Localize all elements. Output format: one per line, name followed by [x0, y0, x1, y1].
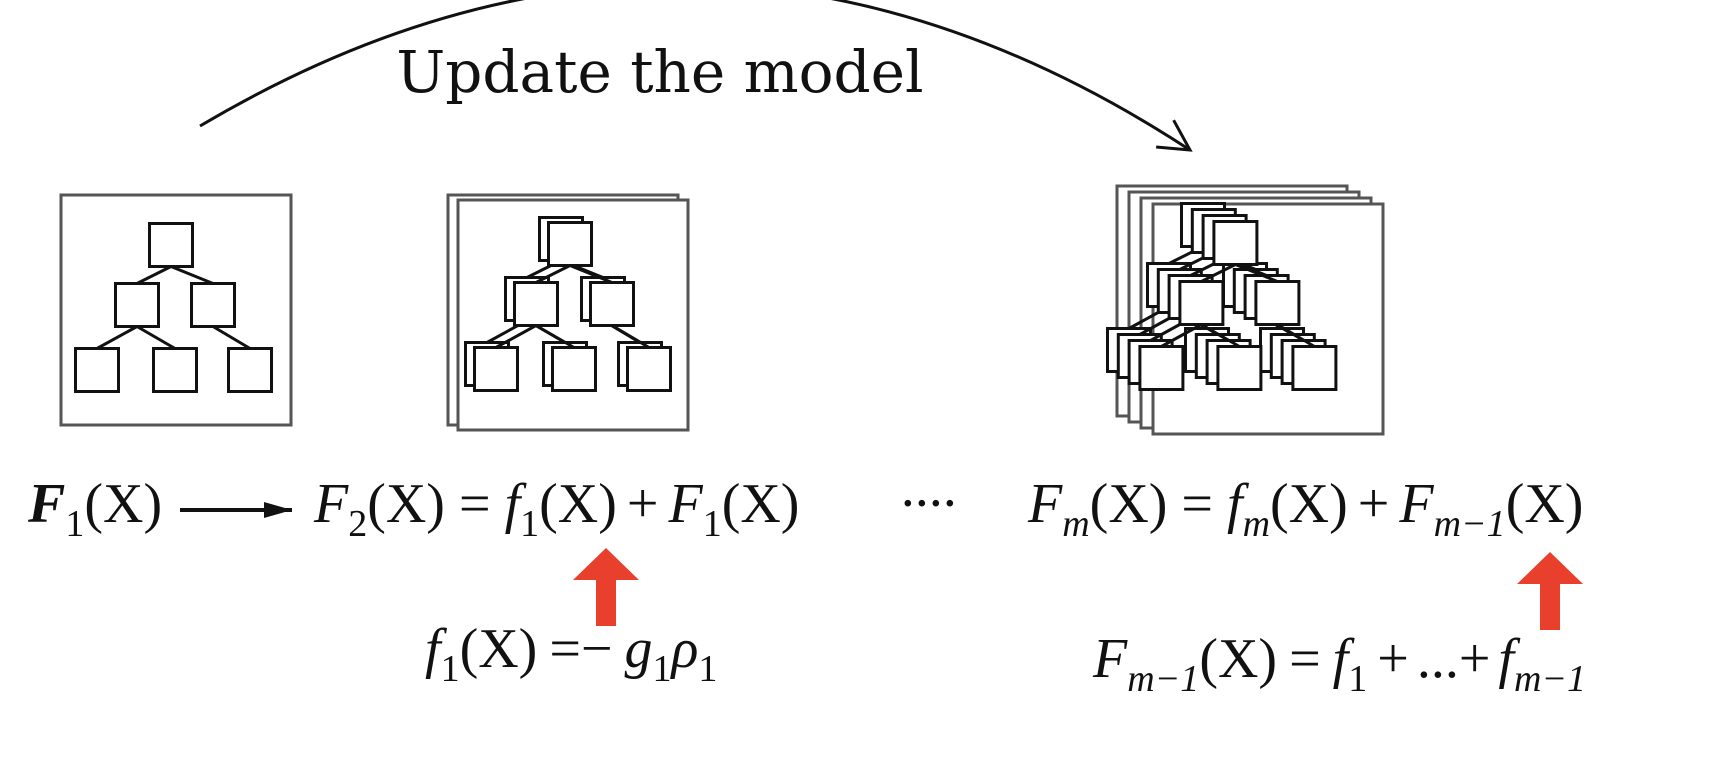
tree-node — [589, 281, 635, 327]
tree-edge — [212, 325, 251, 350]
note-f1-gradient: f1(X)=−g1ρ1 — [425, 618, 717, 690]
continuation-dots: ···· — [900, 473, 956, 535]
tree-edge — [569, 264, 613, 284]
tree-edge — [495, 324, 537, 349]
decision-tree — [473, 221, 672, 392]
tree-edge — [1234, 263, 1278, 283]
tree-edge — [136, 325, 176, 350]
tree-edge — [136, 265, 172, 285]
tree-edge — [1200, 263, 1237, 283]
tree-node — [1138, 345, 1185, 391]
tree-edge — [1200, 323, 1241, 348]
tree-edge — [96, 325, 138, 350]
tree-node — [152, 347, 198, 393]
tree-node — [547, 221, 593, 267]
diagram-title: Update the model — [396, 38, 923, 106]
tree-node — [227, 347, 273, 393]
red-up-arrow-right — [1517, 552, 1583, 630]
red-up-arrow-left — [573, 548, 639, 626]
tree-node — [74, 347, 120, 393]
tree-edge — [535, 264, 571, 284]
tree-node — [551, 346, 597, 392]
decision-tree — [74, 222, 273, 393]
equation-F1: F1(X) — [27, 473, 162, 545]
note-Fm1-sum: Fm−1(X)=f1+...+fm−1 — [1092, 628, 1586, 700]
tree-edge — [535, 324, 575, 349]
tree-node — [1216, 345, 1263, 391]
tree-edge — [1160, 323, 1203, 348]
tree-panel-single — [59, 193, 293, 427]
tree-node — [1178, 280, 1225, 326]
tree-node — [473, 346, 519, 392]
equation-Fm: Fm(X)=fm(X)+Fm−1(X) — [1027, 473, 1583, 545]
tree-node — [513, 281, 559, 327]
update-curve-arrow — [199, 0, 1193, 152]
tree-panel-stack-m — [1106, 184, 1385, 436]
tree-panel-stack-2 — [446, 193, 690, 432]
tree-node — [626, 346, 672, 392]
decision-tree — [1138, 220, 1338, 391]
tree-node — [190, 282, 236, 328]
tree-edge — [611, 324, 650, 349]
tree-node — [1291, 345, 1338, 391]
equation-F2: F2(X)=f1(X)+F1(X) — [313, 473, 799, 545]
tree-edge — [170, 265, 214, 285]
tree-node — [1212, 220, 1259, 266]
tree-node — [114, 282, 160, 328]
tree-node — [1254, 280, 1301, 326]
tree-node — [148, 222, 194, 268]
tree-edge — [1276, 323, 1316, 348]
